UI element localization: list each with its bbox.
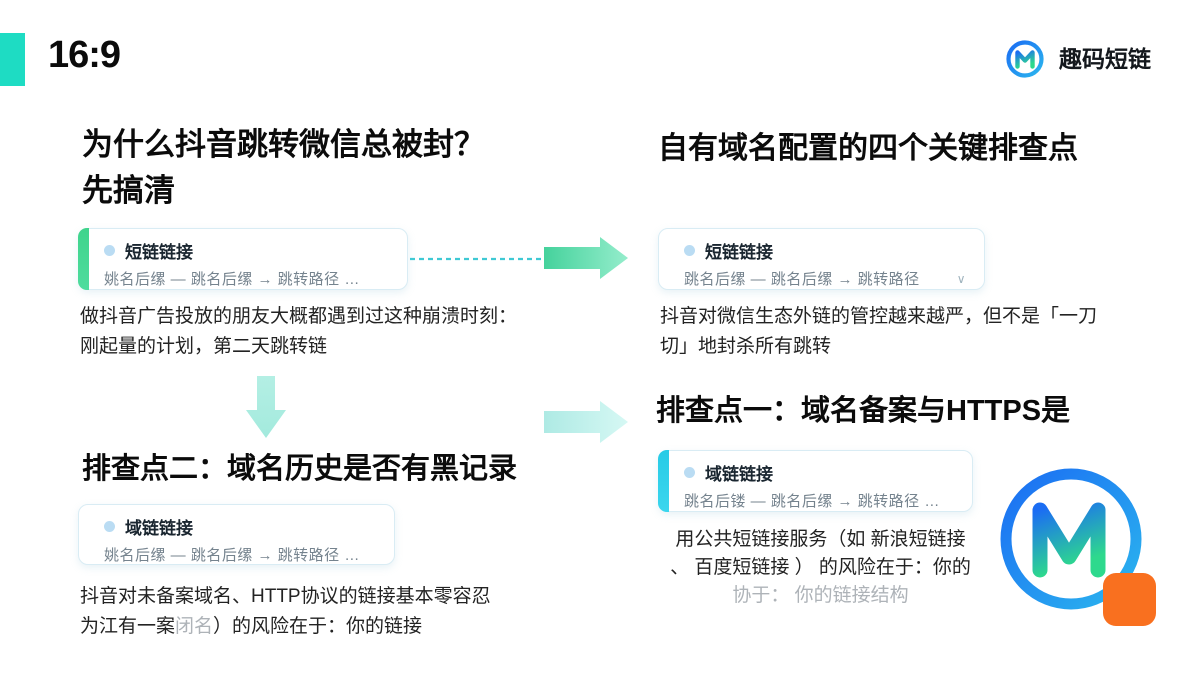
dashed-connector-line [410, 257, 548, 261]
flow-arrow-down-icon [246, 376, 286, 438]
flow-arrow-right-green-icon [544, 237, 628, 279]
link-card-domain-left: 域链链接 姚名后缧 — 跳名后缧 → 跳转路径 … [78, 504, 395, 565]
card-title: 域链链接 [125, 519, 193, 538]
link-card-short-right: 短链链接 跳名后缧 — 跳名后缧 → 跳转路径 ∨ [658, 228, 985, 290]
aspect-ratio-label: 16:9 [48, 34, 121, 76]
card-flow-row: 跳名后镂 — 跳名后缧 → 跳转路径 … [684, 490, 960, 511]
corner-accent-block [0, 33, 25, 86]
link-card-domain-right: 域链链接 跳名后镂 — 跳名后缧 → 跳转路径 … [658, 450, 973, 512]
card-flow-text: 姚名后缧 — 跳名后缧 → 跳转路径 … [104, 547, 360, 564]
brand-logo-icon [1006, 40, 1044, 78]
paragraph-line: 抖音对未备案域名、HTTP协议的链接基本零容忍 [80, 586, 491, 607]
card-flow-row: 跳名后缧 — 跳名后缧 → 跳转路径 ∨ [684, 268, 972, 289]
right-paragraph-2: 用公共短链接服务（如 新浪短链接 、 百度短链接 ） 的风险在于：你的 协于： … [648, 526, 993, 610]
card-flow-row: 姚名后缧 — 跳名后缧 → 跳转路径 … [104, 268, 395, 289]
left-heading: 为什么抖音跳转微信总被封？ 先搞清 [82, 122, 485, 214]
card-accent-bar [78, 228, 89, 290]
paragraph-line-muted: 协于： 你的链接结构 [732, 585, 909, 606]
card-flow-row: 姚名后缧 — 跳名后缧 → 跳转路径 … [104, 544, 382, 565]
card-flow-text: 跳名后镂 — 跳名后缧 → 跳转路径 … [684, 493, 940, 510]
brand-header: 趣码短链 [1004, 38, 1151, 80]
watermark-logo-icon [1000, 468, 1156, 626]
bullet-dot-icon [684, 467, 695, 478]
bullet-dot-icon [684, 245, 695, 256]
left-heading-line1: 为什么抖音跳转微信总被封？ [82, 127, 485, 162]
card-flow-text: 跳名后缧 — 跳名后缧 → 跳转路径 [684, 271, 920, 288]
paragraph-line: 用公共短链接服务（如 新浪短链接 [675, 529, 966, 550]
card-title: 短链链接 [125, 243, 193, 262]
paragraph-segment-muted: 闭名 [175, 616, 214, 637]
paragraph-line: 、 百度短链接 ） 的风险在于：你的 [670, 557, 971, 578]
card-title: 短链链接 [705, 243, 773, 262]
card-accent-bar [658, 450, 669, 512]
paragraph-line: 刚起量的计划，第二天跳转链 [80, 336, 328, 357]
brand-name: 趣码短链 [1059, 46, 1151, 72]
paragraph-line: 抖音对微信生态外链的管控越来越严，但不是「一刀 [660, 306, 1098, 327]
left-heading-line2: 先搞清 [82, 173, 175, 208]
paragraph-line: 做抖音广告投放的朋友大概都遇到过这种崩溃时刻： [80, 306, 518, 327]
card-title-row: 短链链接 [684, 238, 972, 263]
flow-arrow-right-cyan-icon [544, 401, 628, 443]
card-title-row: 域链链接 [104, 514, 382, 539]
right-heading: 自有域名配置的四个关键排查点 [658, 132, 1078, 165]
left-subheading: 排查点二：域名历史是否有黑记录 [82, 453, 518, 485]
right-subheading: 排查点一：域名备案与HTTPS是 [656, 395, 1071, 427]
card-flow-text: 姚名后缧 — 跳名后缧 → 跳转路径 … [104, 271, 360, 288]
bullet-dot-icon [104, 245, 115, 256]
paragraph-line: 为江有一案闭名）的风险在于：你的链接 [80, 612, 491, 642]
chevron-down-icon: ∨ [956, 271, 966, 286]
paragraph-line: 切」地封杀所有跳转 [660, 336, 832, 357]
right-paragraph-1: 抖音对微信生态外链的管控越来越严，但不是「一刀 切」地封杀所有跳转 [660, 302, 1097, 362]
card-title: 域链链接 [705, 465, 773, 484]
bullet-dot-icon [104, 521, 115, 532]
left-paragraph-1: 做抖音广告投放的朋友大概都遇到过这种崩溃时刻： 刚起量的计划，第二天跳转链 [80, 302, 517, 362]
paragraph-segment: 为江有一案 [80, 616, 176, 637]
left-paragraph-2: 抖音对未备案域名、HTTP协议的链接基本零容忍 为江有一案闭名）的风险在于：你的… [80, 582, 491, 642]
card-title-row: 短链链接 [104, 238, 395, 263]
link-card-short-left: 短链链接 姚名后缧 — 跳名后缧 → 跳转路径 … [78, 228, 408, 290]
paragraph-segment: ）的风险在于：你的链接 [213, 616, 423, 637]
card-title-row: 域链链接 [684, 460, 960, 485]
